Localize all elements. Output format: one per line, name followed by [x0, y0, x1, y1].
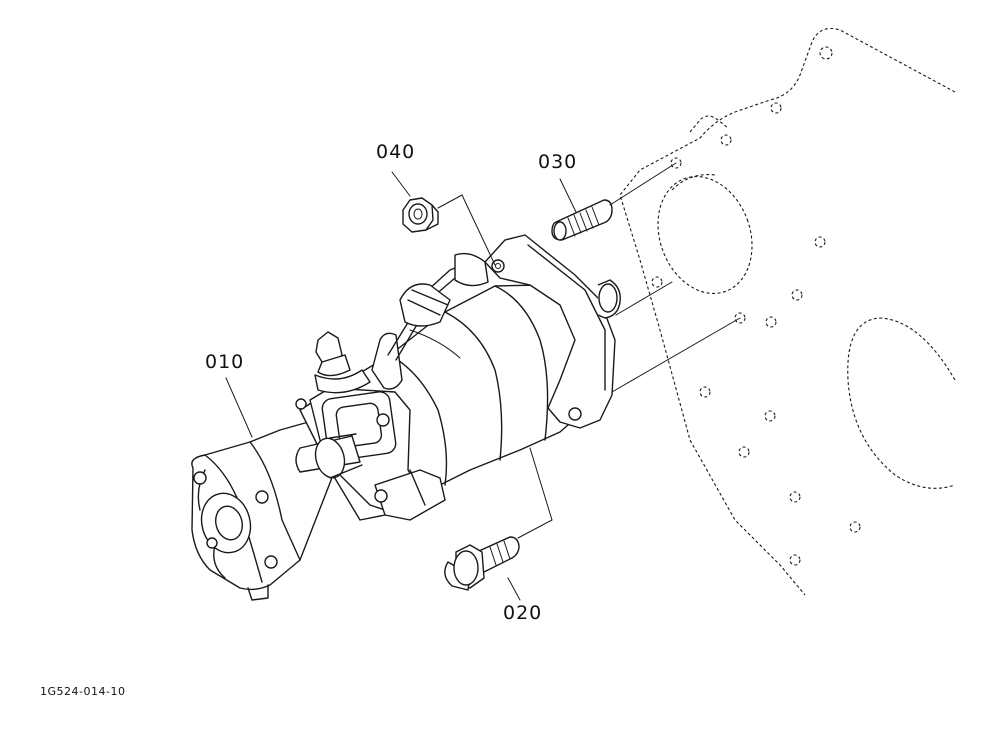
callout-020: 020 [503, 602, 543, 624]
flange-bolt [444, 536, 520, 591]
drawing-code: 1G524-014-10 [40, 685, 126, 698]
callout-030: 030 [538, 151, 578, 173]
starter-motor [191, 234, 621, 601]
stud [551, 199, 613, 241]
callout-010: 010 [205, 351, 245, 373]
flange-nut [402, 197, 439, 233]
callout-040: 040 [376, 141, 416, 163]
flywheel-housing-plate [619, 27, 956, 596]
leader-lines [225, 162, 741, 601]
